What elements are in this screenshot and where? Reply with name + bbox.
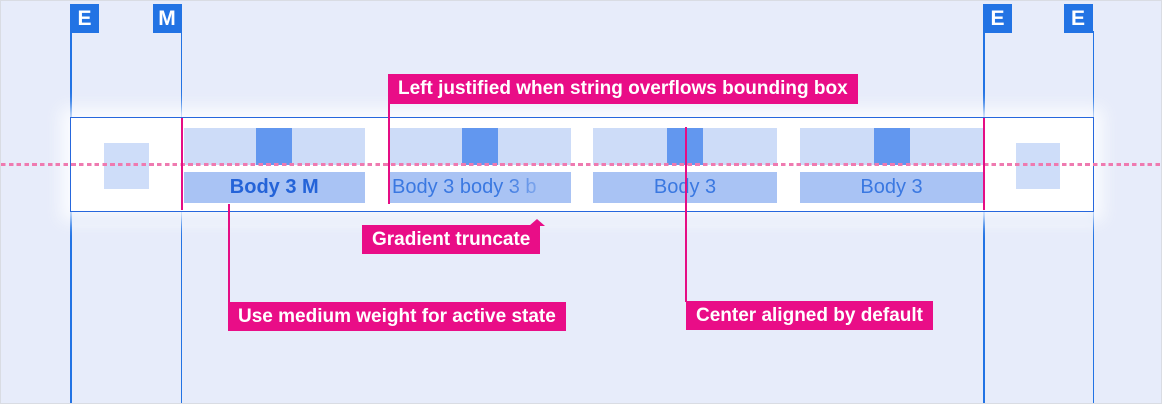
tab-label: Body 3 xyxy=(860,175,923,198)
annotation-line-left-justified xyxy=(388,104,390,204)
tab-item-overflow[interactable]: Body 3 body 3 b xyxy=(390,117,571,212)
annotation-label-left-justified: Left justified when string overflows bou… xyxy=(388,74,858,104)
padding-indicator-square xyxy=(873,127,910,165)
annotation-line-right-tab-edge xyxy=(983,118,985,210)
tab-label: Body 3 M xyxy=(229,175,319,198)
caret-up-pointer-icon xyxy=(529,219,546,226)
annotation-text: Use medium weight for active state xyxy=(238,305,556,327)
annotation-line-left-tab-edge xyxy=(180,118,183,210)
tab-bounding-box-top xyxy=(800,127,983,165)
annotation-text: Left justified when string overflows bou… xyxy=(398,78,848,99)
tab-text-box: Body 3 xyxy=(800,171,983,203)
tab-item-body3-b[interactable]: Body 3 xyxy=(800,117,983,212)
padding-indicator-square xyxy=(256,127,293,165)
annotation-text: Gradient truncate xyxy=(372,228,531,250)
marker-e-right-outer: E xyxy=(1063,4,1093,33)
annotation-label-medium-weight: Use medium weight for active state xyxy=(228,302,566,331)
gradient-truncate-overlay xyxy=(504,171,571,203)
guide-line-right-edge xyxy=(1092,31,1094,403)
annotation-line-medium-weight xyxy=(228,204,230,303)
marker-m-left: M xyxy=(152,4,182,33)
marker-e-right-inner: E xyxy=(983,4,1012,33)
guide-line-left-edge xyxy=(70,31,72,403)
tab-text-box: Body 3 body 3 b xyxy=(390,171,571,203)
annotation-label-center-aligned: Center aligned by default xyxy=(686,301,933,330)
tab-bounding-box-top xyxy=(390,127,571,165)
spacing-square-left xyxy=(103,143,149,189)
annotation-text: Center aligned by default xyxy=(696,304,923,326)
annotation-label-gradient-truncate: Gradient truncate xyxy=(362,219,546,254)
guide-line-right-inner-edge xyxy=(983,31,985,403)
tab-bar-shadow xyxy=(70,212,1094,225)
tab-label: Body 3 body 3 b xyxy=(392,175,537,198)
tab-bounding-box-top xyxy=(184,127,365,165)
tab-text-box: Body 3 M xyxy=(184,171,365,203)
annotation-line-center-aligned xyxy=(684,127,687,302)
tab-item-body3m-active[interactable]: Body 3 M xyxy=(184,117,365,212)
marker-e-left: E xyxy=(70,4,99,33)
padding-indicator-square xyxy=(462,127,499,165)
guide-line-left-margin xyxy=(180,31,182,403)
baseline-dashed-line xyxy=(1,163,1161,166)
